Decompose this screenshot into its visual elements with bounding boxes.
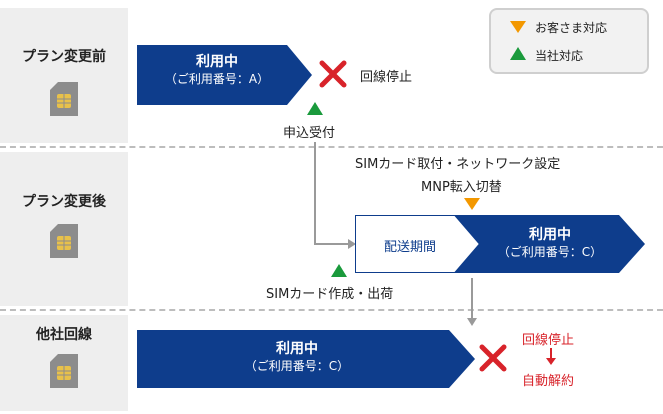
mnp-switch-label: MNP転入切替: [421, 180, 502, 195]
stop-cross-icon: [319, 60, 347, 88]
sim-make-label: SIMカード作成・出荷: [266, 287, 394, 302]
usage-status: 利用中: [276, 341, 318, 357]
red-arrow-down-icon: [546, 348, 556, 365]
sim-card-icon: [50, 354, 78, 388]
usage-status: 利用中: [196, 54, 238, 70]
usage-bar-before-shape: [137, 45, 312, 105]
company-action-triangle-icon: [307, 102, 323, 115]
flow-connector: [314, 142, 356, 249]
stop-cross-icon: [479, 344, 507, 372]
sim-card-icon: [50, 82, 78, 116]
company-action-triangle-icon: [331, 264, 347, 277]
separator-1: [0, 146, 663, 148]
flow-arrow-down: [467, 278, 477, 326]
sim-setup-label: SIMカード取付・ネットワーク設定: [355, 157, 561, 172]
usage-bar-after-shape: [355, 215, 645, 273]
line-stop-label: 回線停止: [522, 333, 575, 348]
company-triangle-icon: [510, 47, 526, 60]
line-stop-label: 回線停止: [360, 70, 413, 85]
sim-card-icon: [50, 224, 78, 258]
usage-number: （ご利用番号：C）: [497, 245, 603, 259]
usage-bar-other: 利用中 （ご利用番号：C）: [137, 340, 457, 374]
customer-triangle-icon: [510, 21, 526, 33]
legend-company: 当社対応: [535, 49, 584, 63]
usage-number: （ご利用番号：A）: [164, 72, 270, 86]
legend-customer: お客さま対応: [535, 21, 608, 35]
customer-action-triangle-icon: [464, 198, 480, 210]
usage-bar-before: 利用中 （ご利用番号：A）: [137, 53, 297, 87]
row-label-after: プラン変更後: [22, 194, 106, 210]
legend: お客さま対応 当社対応: [489, 8, 649, 74]
shipping-period-label: 配送期間: [383, 240, 436, 255]
separator-2: [0, 309, 663, 311]
usage-status: 利用中: [529, 227, 571, 243]
row-label-other: 他社回線: [36, 327, 92, 343]
row-label-before: プラン変更前: [22, 49, 106, 65]
row-header-before: [0, 8, 128, 143]
auto-cancel-label: 自動解約: [522, 374, 575, 389]
usage-bar-after: 利用中 （ご利用番号：C）: [470, 226, 630, 260]
apply-label: 申込受付: [283, 126, 336, 141]
usage-number: （ご利用番号：C）: [244, 359, 350, 373]
usage-bar-other-shape: [137, 330, 475, 388]
